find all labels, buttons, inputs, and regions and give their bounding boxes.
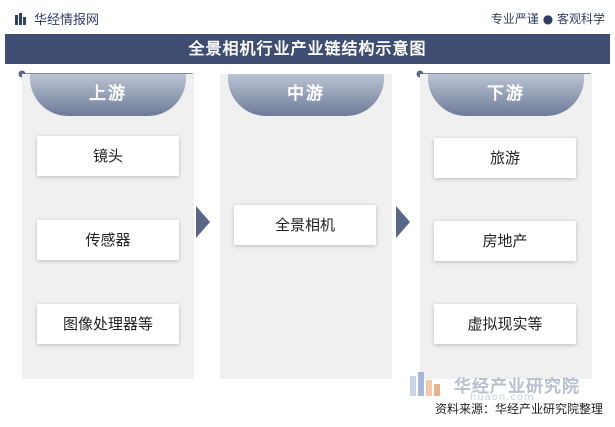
midstream-item: 全景相机 — [234, 205, 376, 245]
watermark-name: 华经产业研究院 — [454, 377, 580, 397]
upstream-item: 图像处理器等 — [37, 304, 179, 344]
downstream-item: 旅游 — [434, 138, 576, 178]
brand-name: 华经情报网 — [34, 13, 100, 28]
arrow-right-icon — [196, 206, 210, 238]
brand: 华经情报网 — [14, 9, 99, 28]
brand-logo-icon — [15, 12, 26, 25]
downstream-item: 房地产 — [434, 221, 576, 261]
diagram-title: 全景相机行业产业链结构示意图 — [5, 34, 610, 64]
arrow-right-icon — [396, 206, 410, 238]
midstream-panel: 中游 全景相机 — [220, 74, 392, 379]
tagline: 专业严谨 ● 客观科学 — [490, 12, 605, 26]
watermark-logo-icon — [410, 372, 440, 396]
midstream-label: 中游 — [228, 74, 384, 116]
upstream-item: 传感器 — [37, 220, 179, 260]
watermark-url: huaon.com — [470, 392, 535, 403]
downstream-label: 下游 — [428, 74, 584, 116]
upstream-item: 镜头 — [37, 136, 179, 176]
downstream-panel: 下游 旅游 房地产 虚拟现实等 — [420, 74, 592, 379]
top-bar: 华经情报网 专业严谨 ● 客观科学 — [0, 0, 615, 34]
upstream-label: 上游 — [30, 74, 186, 116]
source-note: 资料来源：华经产业研究院整理 — [434, 402, 603, 416]
downstream-item: 虚拟现实等 — [434, 304, 576, 344]
upstream-panel: 上游 镜头 传感器 图像处理器等 — [22, 74, 194, 379]
